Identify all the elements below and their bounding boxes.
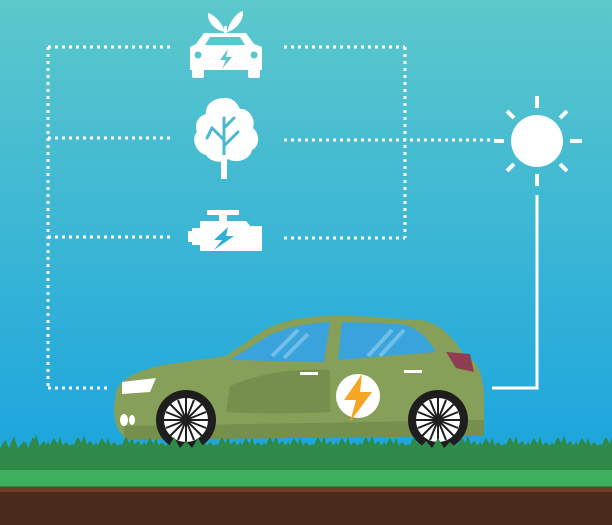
eco-car-icon — [190, 11, 262, 78]
tree-icon — [194, 97, 259, 179]
foreground-grass — [0, 437, 612, 458]
headlight — [122, 378, 156, 394]
rear-side-window — [230, 322, 330, 362]
engine-icon — [188, 210, 262, 251]
soil-top — [0, 486, 612, 492]
soil — [0, 486, 612, 525]
electric-car — [114, 315, 484, 450]
front-side-window — [338, 322, 436, 360]
rear-wheel — [408, 390, 468, 450]
sun-icon — [494, 96, 582, 186]
connector-lines — [46, 45, 495, 390]
grass-stripe — [0, 470, 612, 486]
tail-light — [446, 352, 474, 372]
front-wheel — [156, 390, 216, 450]
sun-connector-line — [492, 195, 539, 390]
